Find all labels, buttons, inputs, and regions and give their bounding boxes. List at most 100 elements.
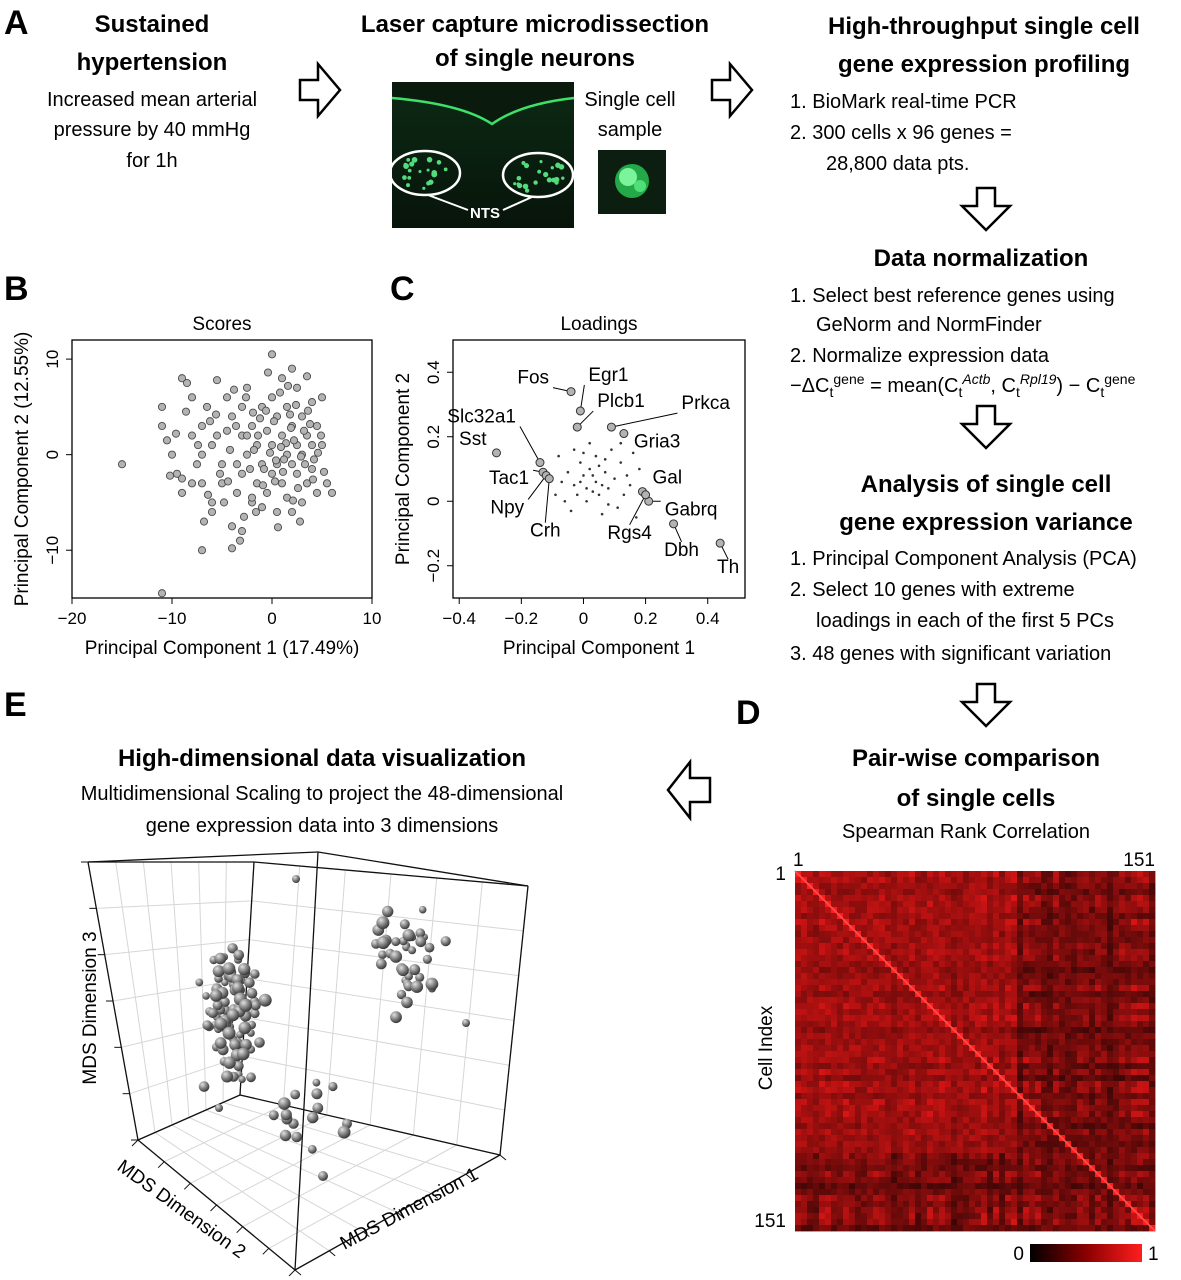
heatmap-cell — [1023, 883, 1029, 889]
heatmap-cell — [807, 1057, 813, 1063]
heatmap-cell — [1137, 967, 1143, 973]
heatmap-cell — [1047, 991, 1053, 997]
heatmap-cell — [795, 1201, 801, 1207]
heatmap-cell — [1083, 955, 1089, 961]
heatmap-cell — [891, 1195, 897, 1201]
heatmap-cell — [963, 1153, 969, 1159]
heatmap-cell — [963, 1135, 969, 1141]
heatmap-cell — [1077, 931, 1083, 937]
heatmap-cell — [1143, 1087, 1149, 1093]
heatmap-cell — [837, 1033, 843, 1039]
heatmap-cell — [1053, 1135, 1059, 1141]
heatmap-cell — [867, 1039, 873, 1045]
heatmap-cell — [1095, 1045, 1101, 1051]
heatmap-cell — [1113, 1105, 1119, 1111]
mds-cell-sphere — [215, 953, 227, 965]
heatmap-cell — [1053, 913, 1059, 919]
heatmap-cell — [975, 1147, 981, 1153]
heatmap-cell — [1071, 1051, 1077, 1057]
heatmap-cell — [945, 1195, 951, 1201]
heatmap-cell — [927, 1129, 933, 1135]
heatmap-cell — [963, 1213, 969, 1219]
heatmap-cell — [1107, 1033, 1113, 1039]
heatmap-cell — [1125, 871, 1131, 877]
heatmap-cell — [831, 1135, 837, 1141]
heatmap-cell — [921, 1183, 927, 1189]
heatmap-cell — [1005, 895, 1011, 901]
heatmap-cell — [1053, 1177, 1059, 1183]
heatmap-cell — [1047, 1039, 1053, 1045]
heatmap-cell — [1095, 1093, 1101, 1099]
heatmap-cell — [975, 1141, 981, 1147]
heatmap-cell — [1137, 1117, 1143, 1123]
heatmap-cell — [1059, 937, 1065, 943]
heatmap-cell — [1077, 985, 1083, 991]
heatmap-cell — [963, 1009, 969, 1015]
heatmap-cell — [891, 925, 897, 931]
heatmap-cell — [939, 1183, 945, 1189]
heatmap-cell — [945, 1213, 951, 1219]
heatmap-cell — [873, 937, 879, 943]
heatmap-cell — [897, 1165, 903, 1171]
heatmap-cell — [819, 979, 825, 985]
heatmap-cell — [843, 1159, 849, 1165]
heatmap-cell — [825, 1039, 831, 1045]
loading-point-small — [582, 452, 585, 455]
heatmap-cell — [855, 1225, 861, 1231]
heatmap-cell — [825, 991, 831, 997]
mds-cell-sphere — [338, 1126, 351, 1139]
heatmap-cell — [1023, 1021, 1029, 1027]
heatmap-cell — [1041, 1195, 1047, 1201]
heatmap-cell — [909, 1051, 915, 1057]
heatmap-cell — [969, 1225, 975, 1231]
heatmap-cell — [1089, 1207, 1095, 1213]
heatmap-cell — [1047, 1129, 1053, 1135]
heatmap-cell — [873, 1051, 879, 1057]
heatmap-cell — [1131, 1189, 1137, 1195]
heatmap-cell — [909, 919, 915, 925]
heatmap-cell — [987, 1003, 993, 1009]
heatmap-cell — [945, 889, 951, 895]
heatmap-cell — [825, 1213, 831, 1219]
heatmap-cell — [879, 1147, 885, 1153]
heatmap-cell — [1077, 1141, 1083, 1147]
heatmap-cell — [1017, 991, 1023, 997]
step3-title-line2: gene expression profiling — [838, 51, 1130, 78]
heatmap-cell — [915, 1021, 921, 1027]
heatmap-cell — [825, 907, 831, 913]
heatmap-cell — [1011, 1195, 1017, 1201]
heatmap-cell — [1047, 1225, 1053, 1231]
heatmap-cell — [831, 1057, 837, 1063]
heatmap-cell — [999, 1135, 1005, 1141]
heatmap-cell — [795, 1117, 801, 1123]
heatmap-cell — [981, 949, 987, 955]
heatmap-cell — [1107, 1087, 1113, 1093]
mds-cell-sphere — [213, 965, 225, 977]
heatmap-cell — [951, 931, 957, 937]
heatmap-cell — [981, 1039, 987, 1045]
mds-cell-sphere — [280, 1130, 291, 1141]
heatmap-cell — [873, 1093, 879, 1099]
heatmap-cell — [1119, 1003, 1125, 1009]
heatmap-cell — [1017, 979, 1023, 985]
heatmap-cell — [1137, 1183, 1143, 1189]
heatmap-cell — [1131, 871, 1137, 877]
heatmap-cell — [819, 1219, 825, 1225]
heatmap-cell — [987, 1057, 993, 1063]
heatmap-cell — [1017, 1099, 1023, 1105]
heatmap-cell — [861, 1075, 867, 1081]
heatmap-cell — [957, 967, 963, 973]
heatmap-cell — [933, 1207, 939, 1213]
heatmap-cell — [999, 1129, 1005, 1135]
heatmap-cell — [891, 1081, 897, 1087]
heatmap-cell — [813, 1171, 819, 1177]
heatmap-cell — [1065, 1129, 1071, 1135]
heatmap-cell — [1011, 961, 1017, 967]
heatmap-cell — [1095, 1159, 1101, 1165]
heatmap-cell — [885, 1081, 891, 1087]
heatmap-cell — [945, 1117, 951, 1123]
score-point — [183, 379, 190, 386]
heatmap-cell — [1113, 973, 1119, 979]
heatmap-cell — [969, 1033, 975, 1039]
heatmap-y-axis-label: Cell Index — [756, 1005, 777, 1090]
